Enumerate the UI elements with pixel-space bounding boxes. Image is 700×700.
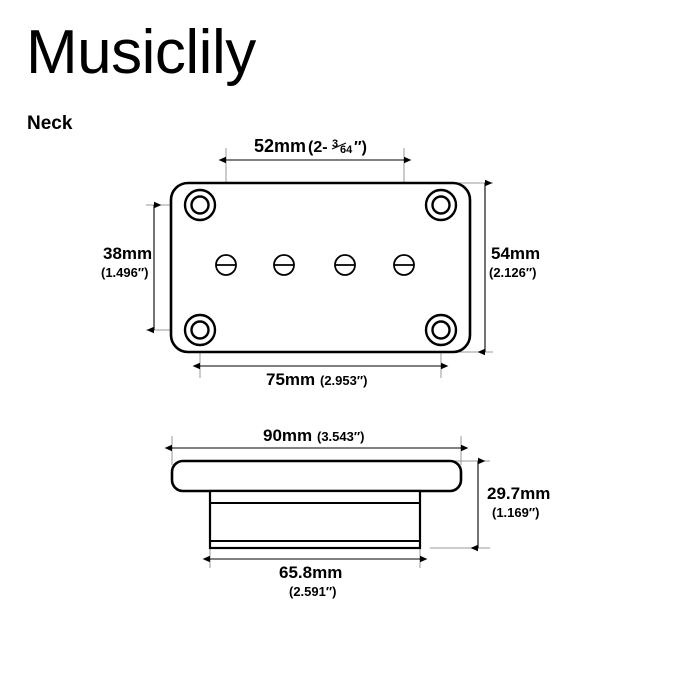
dim-label-52mm-denominator: 64: [340, 144, 353, 156]
dim-label-52mm-close: ″): [354, 139, 367, 156]
dim-label-38mm: 38mm (1.496″): [101, 244, 152, 280]
side-view-boss: [208, 489, 422, 550]
dim-label-90mm-mm: 90mm: [263, 426, 312, 445]
dim-label-54mm: 54mm (2.126″): [489, 244, 540, 280]
fraction-bar-icon: [331, 142, 347, 150]
screw-hole-bottom-right-inner: [431, 320, 451, 340]
dim-label-52mm-open: (2-: [308, 139, 328, 156]
top-view-dimension-lines: [146, 156, 493, 370]
center-slot-holes: [215, 254, 415, 276]
dim-label-90mm-inch: (3.543″): [317, 429, 364, 444]
slot-hole-3: [334, 254, 356, 276]
dim-label-29-7mm: 29.7mm (1.169″): [487, 484, 550, 520]
dim-label-90mm: 90mm (3.543″): [263, 426, 364, 445]
screw-hole-bottom-right-outer: [424, 313, 458, 347]
dim-label-65-8mm-mm: 65.8mm: [279, 563, 342, 582]
screw-hole-top-left-inner: [190, 195, 210, 215]
plate-outline: [169, 181, 472, 354]
side-view-profile: [170, 459, 463, 550]
side-view-dimension-labels: 90mm (3.543″) 29.7mm (1.169″) 65.8mm (2.…: [263, 426, 550, 599]
side-view-dimension-lines: [164, 444, 486, 563]
corner-screw-holes: [183, 188, 458, 347]
dim-label-65-8mm: 65.8mm (2.591″): [279, 563, 342, 599]
dim-label-29-7mm-inch: (1.169″): [492, 505, 539, 520]
brand-title: Musiclily: [26, 18, 256, 87]
dim-label-75mm-inch: (2.953″): [320, 373, 367, 388]
dim-label-52mm-mm: 52mm: [254, 136, 306, 156]
dim-label-75mm-mm: 75mm: [266, 370, 315, 389]
dim-label-29-7mm-mm: 29.7mm: [487, 484, 550, 503]
screw-hole-bottom-left-inner: [190, 320, 210, 340]
dim-label-54mm-mm: 54mm: [491, 244, 540, 263]
dim-label-54mm-inch: (2.126″): [489, 265, 536, 280]
dim-label-38mm-mm: 38mm: [103, 244, 152, 263]
section-label: Neck: [27, 113, 73, 134]
dim-label-52mm: 52mm (2- 3 64 ″): [254, 136, 367, 156]
top-view-plate: [169, 181, 472, 354]
screw-hole-top-right-inner: [431, 195, 451, 215]
screw-hole-bottom-left-outer: [183, 313, 217, 347]
dim-label-38mm-inch: (1.496″): [101, 265, 148, 280]
screw-hole-top-left-outer: [183, 188, 217, 222]
side-view-top-plate: [170, 459, 463, 493]
slot-hole-1: [215, 254, 237, 276]
dim-label-52mm-numerator: 3: [332, 138, 338, 150]
slot-hole-4: [393, 254, 415, 276]
slot-hole-2: [273, 254, 295, 276]
dim-label-65-8mm-inch: (2.591″): [289, 584, 336, 599]
top-view-dimension-labels: 52mm (2- 3 64 ″) 38mm (1.496″) 54mm (2.1…: [101, 136, 540, 389]
dim-label-75mm: 75mm (2.953″): [266, 370, 367, 389]
screw-hole-top-right-outer: [424, 188, 458, 222]
